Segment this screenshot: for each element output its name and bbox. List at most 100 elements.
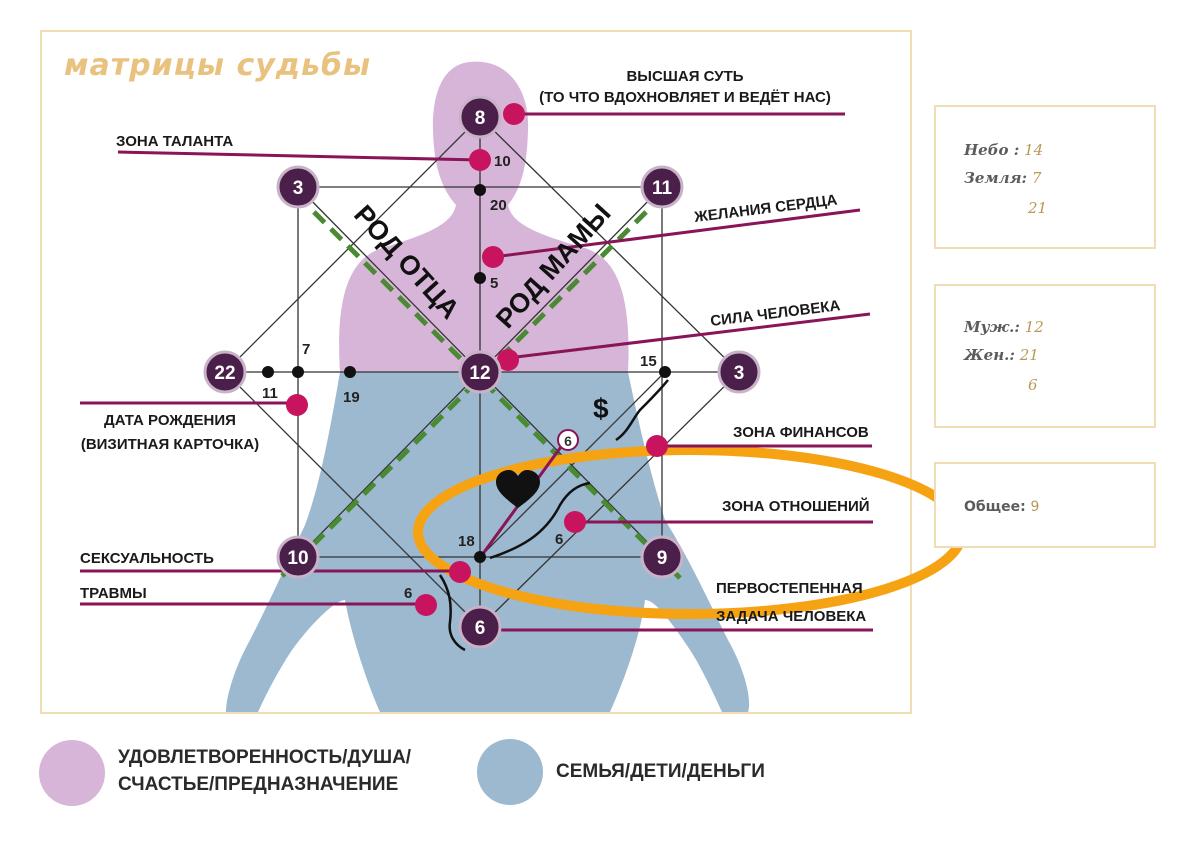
label-birth-date: ДАТА РОЖДЕНИЯ bbox=[104, 412, 236, 429]
general-value: 9 bbox=[1030, 499, 1040, 515]
label-highest-essence: ВЫСШАЯ СУТЬ bbox=[626, 68, 743, 85]
svg-text:12: 12 bbox=[469, 363, 490, 384]
pointer-strength bbox=[507, 312, 871, 360]
dot-20 bbox=[474, 184, 486, 196]
svg-text:3: 3 bbox=[734, 363, 745, 384]
small-dots bbox=[262, 184, 671, 563]
male-label: Муж.: bbox=[964, 318, 1020, 336]
node-top-left: 3 bbox=[276, 165, 320, 209]
num-6-relations: 6 bbox=[555, 531, 563, 548]
node-top: 8 bbox=[458, 95, 502, 139]
accent-dot-sexuality bbox=[449, 561, 471, 583]
sky-earth-sum: 21 bbox=[1028, 199, 1048, 217]
svg-text:22: 22 bbox=[214, 363, 235, 384]
legend-soul-dot bbox=[39, 740, 105, 806]
num-19: 19 bbox=[343, 389, 360, 406]
accent-dot-relations bbox=[564, 511, 586, 533]
general-box: Общее: 9 bbox=[934, 462, 1156, 548]
num-7: 7 bbox=[302, 341, 310, 358]
braces bbox=[438, 379, 669, 652]
label-primary-task: ПЕРВОСТЕПЕННАЯ bbox=[716, 580, 863, 597]
brace-relations bbox=[489, 481, 591, 560]
label-traumas: ТРАВМЫ bbox=[80, 585, 147, 602]
legend-family-dot bbox=[477, 739, 543, 805]
dot-7 bbox=[292, 366, 304, 378]
node-right: 3 bbox=[717, 350, 761, 394]
circled-six-ring bbox=[557, 429, 579, 451]
main-nodes: 8 3 11 22 12 3 10 9 bbox=[203, 95, 761, 649]
num-20: 20 bbox=[490, 197, 507, 214]
svg-text:11: 11 bbox=[652, 178, 673, 199]
node-center: 12 bbox=[458, 350, 502, 394]
accent-dot-talent bbox=[469, 149, 491, 171]
svg-text:9: 9 bbox=[657, 548, 668, 569]
accent-dots bbox=[286, 103, 668, 616]
heart-icon bbox=[496, 470, 540, 508]
svg-text:3: 3 bbox=[293, 178, 304, 199]
male-value: 12 bbox=[1024, 318, 1044, 336]
accent-dot-birth bbox=[286, 394, 308, 416]
label-primary-task-sub: ЗАДАЧА ЧЕЛОВЕКА bbox=[716, 608, 866, 625]
earth-label: Земля: bbox=[964, 169, 1028, 187]
dot-18 bbox=[474, 551, 486, 563]
general-label: Общее: bbox=[964, 499, 1026, 515]
sky-value: 14 bbox=[1024, 141, 1044, 159]
accent-dot-highest bbox=[503, 103, 525, 125]
mother-line bbox=[280, 176, 682, 578]
node-bottom-right: 9 bbox=[640, 535, 684, 579]
svg-text:8: 8 bbox=[475, 108, 486, 129]
svg-text:10: 10 bbox=[287, 548, 308, 569]
label-birth-date-sub: (ВИЗИТНАЯ КАРТОЧКА) bbox=[81, 436, 259, 453]
num-10: 10 bbox=[494, 153, 511, 170]
node-bottom: 6 bbox=[458, 605, 502, 649]
male-female-box: Муж.: 12 Жен.: 21 6 bbox=[934, 284, 1156, 428]
accent-dot-traumas bbox=[415, 594, 437, 616]
general-row: Общее: 9 bbox=[964, 497, 1039, 515]
node-bottom-left: 10 bbox=[276, 535, 320, 579]
legend-soul-line-2: СЧАСТЬЕ/ПРЕДНАЗНАЧЕНИЕ bbox=[118, 774, 399, 795]
money-line bbox=[479, 371, 666, 558]
legend-family: СЕМЬЯ/ДЕТИ/ДЕНЬГИ bbox=[556, 758, 765, 785]
earth-value: 7 bbox=[1031, 169, 1042, 187]
legend-soul-line-1: УДОВЛЕТВОРЕННОСТЬ/ДУША/ bbox=[118, 747, 412, 768]
node-left: 22 bbox=[203, 350, 247, 394]
num-15: 15 bbox=[640, 353, 657, 370]
accent-dot-strength bbox=[497, 349, 519, 371]
num-11: 11 bbox=[262, 385, 278, 402]
num-6-traumas: 6 bbox=[404, 585, 412, 602]
label-sexuality: СЕКСУАЛЬНОСТЬ bbox=[80, 550, 214, 567]
small-numbers: 10 20 5 7 11 19 15 18 6 6 bbox=[262, 153, 657, 602]
earth-row: Земля: 7 bbox=[964, 169, 1041, 187]
sky-row: Небо : 14 bbox=[964, 141, 1043, 159]
dot-11 bbox=[262, 366, 274, 378]
pointer-heart bbox=[492, 208, 861, 259]
female-row: Жен.: 21 bbox=[964, 346, 1039, 364]
female-value: 21 bbox=[1019, 346, 1039, 364]
accent-dot-heart bbox=[482, 246, 504, 268]
num-5: 5 bbox=[490, 275, 498, 292]
accent-dot-finance bbox=[646, 435, 668, 457]
label-finance-zone: ЗОНА ФИНАНСОВ bbox=[733, 424, 869, 441]
ancestral-diagonals bbox=[278, 176, 682, 580]
brace-finance bbox=[615, 379, 669, 442]
sky-earth-box: Небо : 14 Земля: 7 21 bbox=[934, 105, 1156, 249]
dot-19 bbox=[344, 366, 356, 378]
page-title: матрицы судьбы bbox=[64, 48, 372, 83]
brace-traumas bbox=[438, 574, 466, 652]
legend-soul: УДОВЛЕТВОРЕННОСТЬ/ДУША/ СЧАСТЬЕ/ПРЕДНАЗН… bbox=[118, 744, 411, 798]
pointer-talent bbox=[117, 150, 481, 162]
female-label: Жен.: bbox=[964, 346, 1015, 364]
num-18: 18 bbox=[458, 533, 475, 550]
legend-family-label: СЕМЬЯ/ДЕТИ/ДЕНЬГИ bbox=[556, 761, 765, 782]
circled-six-text: 6 bbox=[564, 433, 572, 449]
label-relations-zone: ЗОНА ОТНОШЕНИЙ bbox=[722, 497, 870, 515]
dollar-icon: $ bbox=[593, 393, 609, 424]
male-row: Муж.: 12 bbox=[964, 318, 1044, 336]
label-talent-zone: ЗОНА ТАЛАНТА bbox=[116, 133, 233, 150]
svg-text:6: 6 bbox=[475, 618, 486, 639]
male-female-sum: 6 bbox=[1028, 376, 1038, 394]
dot-5 bbox=[474, 272, 486, 284]
node-top-right: 11 bbox=[640, 165, 684, 209]
label-highest-essence-sub: (ТО ЧТО ВДОХНОВЛЯЕТ И ВЕДЁТ НАС) bbox=[539, 89, 831, 106]
